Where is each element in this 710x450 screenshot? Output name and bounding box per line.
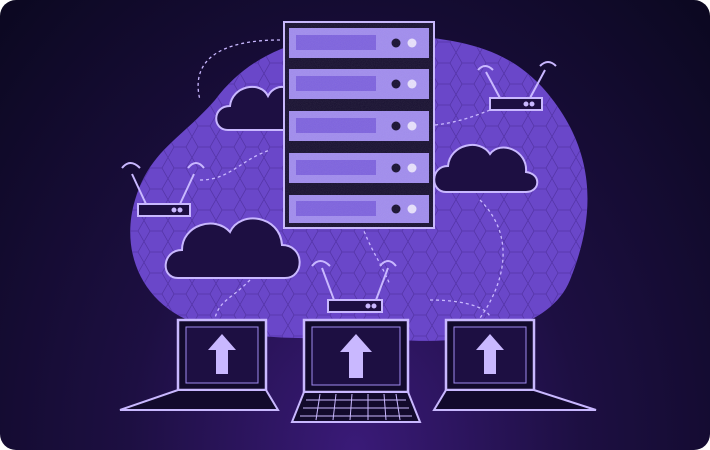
laptop-icon xyxy=(290,318,422,423)
connector-line xyxy=(434,103,521,126)
connector-line xyxy=(214,279,251,319)
connector-line xyxy=(199,149,271,181)
connector-line xyxy=(479,199,504,319)
wifi-router-icon xyxy=(121,162,205,217)
upload-arrow-icon xyxy=(476,334,504,374)
upload-arrow-icon xyxy=(208,334,236,374)
cloud-icon xyxy=(164,217,301,279)
wifi-router-icon xyxy=(477,61,557,111)
laptop-icon xyxy=(119,318,280,411)
wifi-router-icon xyxy=(311,260,397,313)
connector-line xyxy=(197,39,281,101)
cloud-icon xyxy=(433,144,539,193)
upload-arrow-icon xyxy=(340,334,372,378)
server-rack-icon xyxy=(283,21,435,229)
laptop-icon xyxy=(432,318,597,411)
keyboard xyxy=(300,393,412,421)
